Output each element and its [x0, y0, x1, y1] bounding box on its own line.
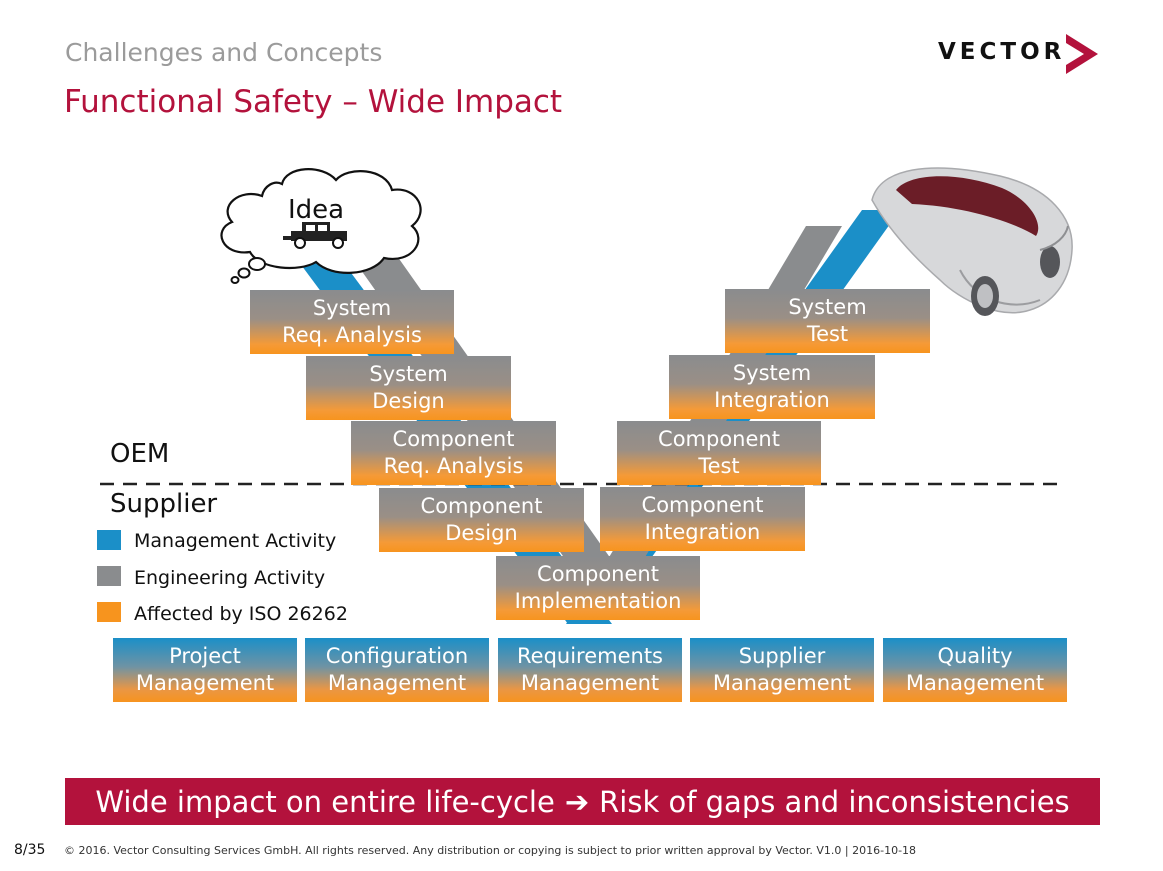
box-line-2: Req. Analysis: [282, 323, 422, 347]
box-line-2: Design: [372, 389, 445, 413]
box-line-1: Configuration: [325, 644, 469, 668]
legend-engineering-swatch: [97, 566, 121, 586]
box-line-1: Component: [641, 493, 764, 517]
box-line-1: Component: [420, 494, 543, 518]
box-line-2: Integration: [714, 388, 830, 412]
box-line-1: Component: [392, 427, 515, 451]
summary-banner: Wide impact on entire life-cycle ➔ Risk …: [65, 778, 1100, 825]
legend-management-swatch: [97, 530, 121, 550]
copyright-notice: © 2016. Vector Consulting Services GmbH.…: [64, 844, 917, 857]
banner-right-text: Risk of gaps and inconsistencies: [599, 784, 1070, 819]
legend-management-label: Management Activity: [134, 530, 337, 552]
idea-label: Idea: [288, 195, 345, 225]
box-line-2: Implementation: [514, 589, 682, 613]
box-line-2: Management: [135, 671, 275, 695]
concept-car-image: [871, 167, 1073, 316]
legend-iso-label: Affected by ISO 26262: [134, 603, 348, 625]
box-line-1: System: [788, 295, 867, 319]
box-line-1: Project: [169, 644, 241, 668]
page-number: 8/35: [14, 842, 46, 858]
logo-chevron-icon: [1066, 34, 1098, 74]
banner-left-text: Wide impact on entire life-cycle: [95, 784, 555, 819]
box-line-1: Quality: [937, 644, 1013, 668]
box-line-2: Management: [712, 671, 852, 695]
page-title: Functional Safety – Wide Impact: [64, 84, 563, 120]
box-line-1: Requirements: [517, 644, 663, 668]
box-line-2: Integration: [644, 520, 761, 544]
box-line-2: Test: [698, 454, 740, 478]
box-line-1: System: [369, 362, 448, 386]
box-line-2: Management: [520, 671, 660, 695]
box-line-1: Supplier: [738, 644, 826, 668]
box-line-2: Test: [806, 322, 849, 346]
box-line-1: System: [312, 296, 392, 320]
box-line-1: Component: [537, 562, 659, 586]
legend-engineering-label: Engineering Activity: [134, 567, 326, 589]
vector-logo: VECTOR: [938, 34, 1103, 76]
legend-iso-swatch: [97, 602, 121, 622]
box-line-2: Management: [905, 671, 1045, 695]
box-line-2: Management: [327, 671, 467, 695]
oem-label: OEM: [110, 439, 170, 469]
box-line-2: Design: [445, 521, 518, 545]
logo-text: VECTOR: [938, 39, 1066, 65]
vintage-car-icon: [283, 222, 347, 249]
supplier-label: Supplier: [110, 489, 218, 519]
arrow-right-icon: ➔: [564, 784, 590, 819]
box-line-1: Component: [658, 427, 780, 451]
section-overline: Challenges and Concepts: [65, 38, 383, 67]
box-line-2: Req. Analysis: [383, 454, 524, 478]
idea-cloud: [220, 168, 422, 284]
box-line-1: System: [732, 361, 812, 385]
